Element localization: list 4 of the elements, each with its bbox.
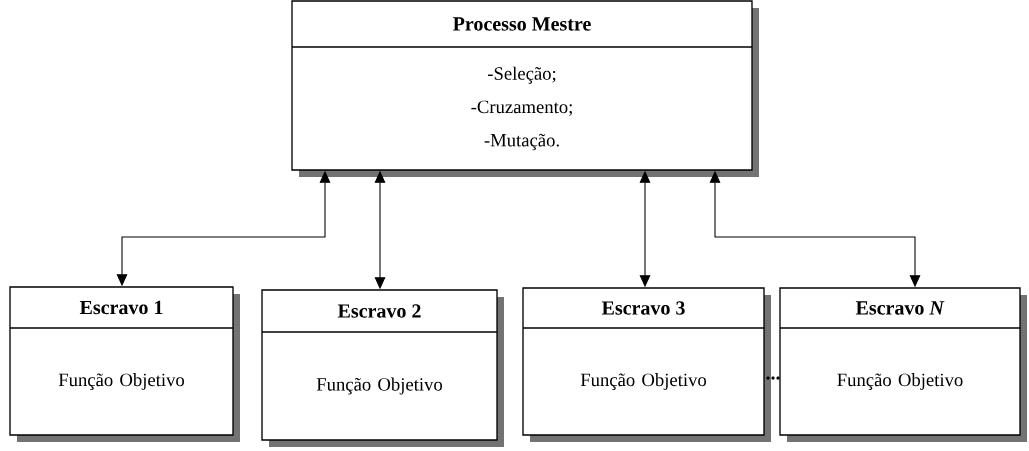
worker-box: Escravo 1 Função Objetivo (9, 286, 240, 442)
worker-box: Escravo 2 Função Objetivo (261, 289, 504, 447)
worker-box: Escravo N Função Objetivo (779, 287, 1027, 442)
process-box: Processo Mestre -Seleção; -Cruzamento; -Mutação. (291, 0, 759, 177)
